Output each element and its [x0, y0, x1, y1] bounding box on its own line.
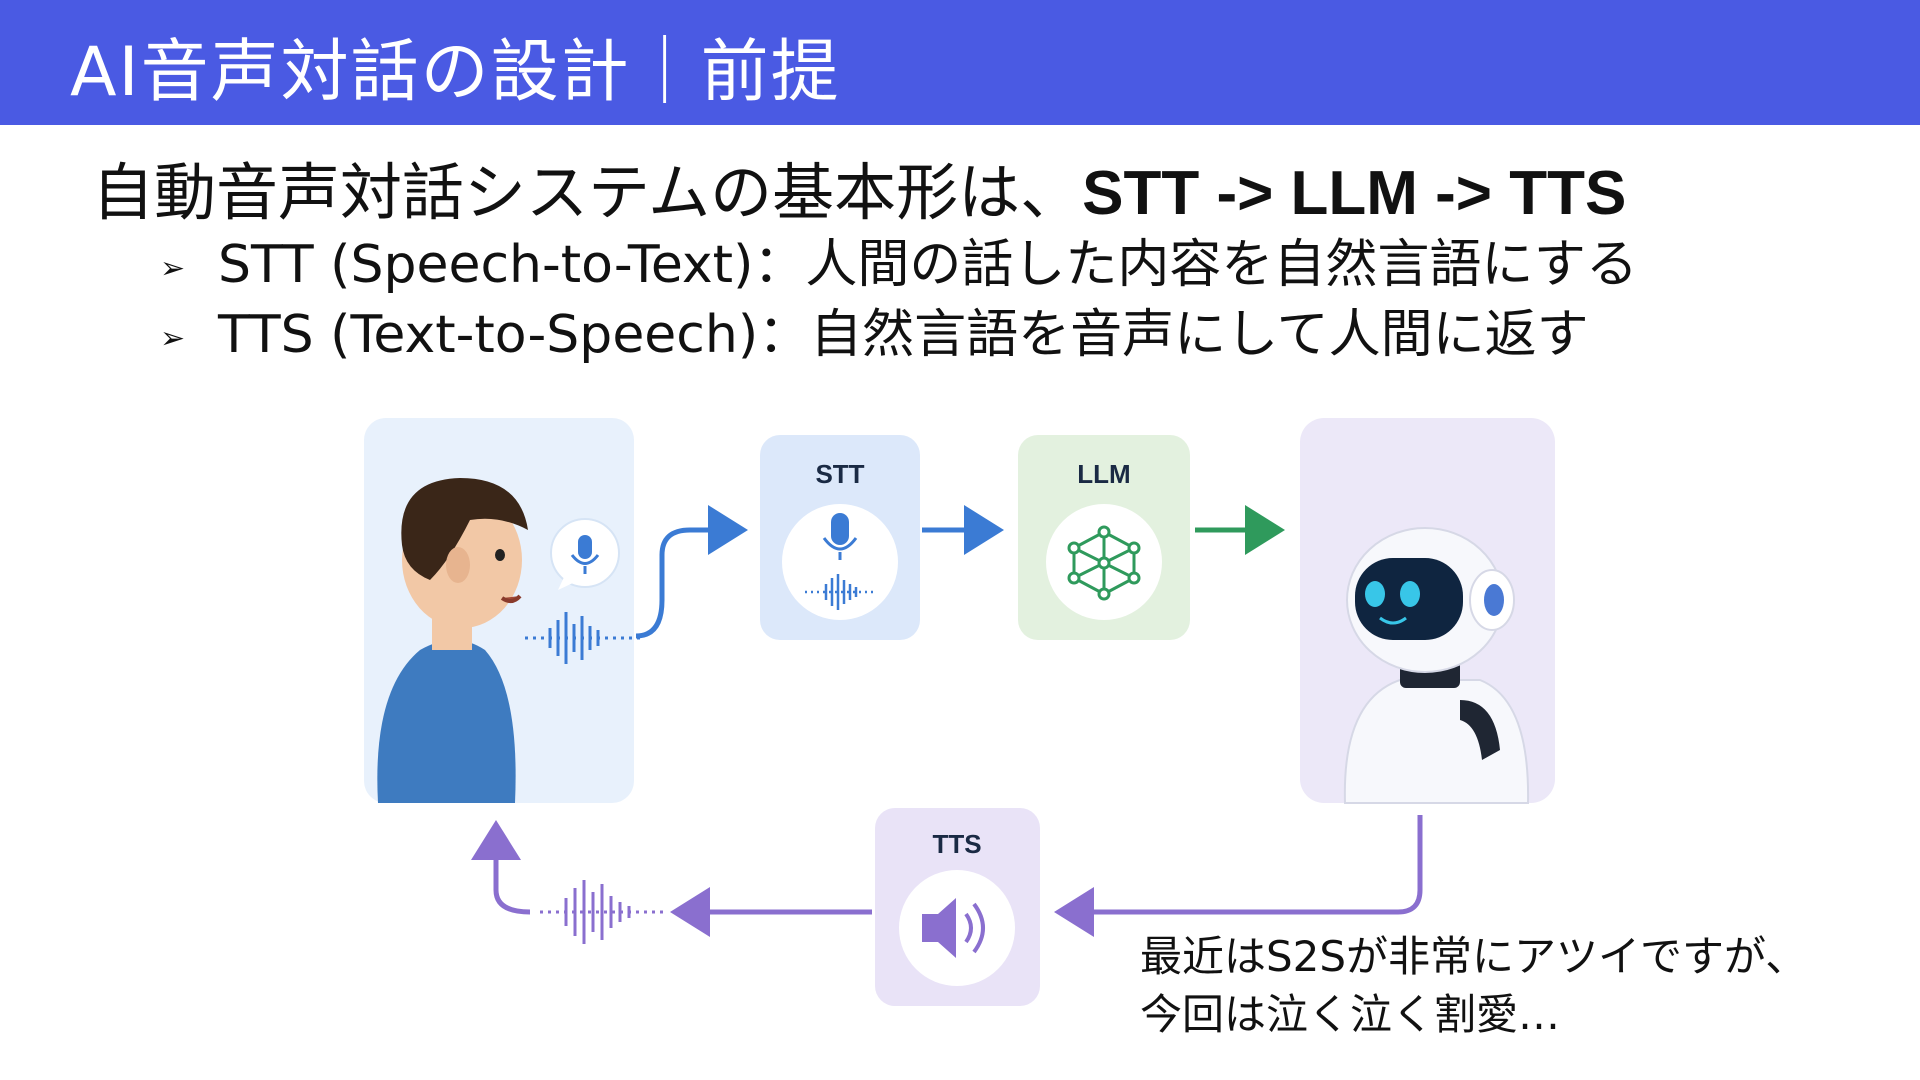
human-card: [364, 418, 640, 803]
stt-card: STT: [760, 435, 920, 640]
pipeline-text: STT -> LLM -> TTS: [1082, 159, 1627, 228]
bullet-marker: ➢: [160, 250, 186, 286]
bullet-tts: ➢ TTS (Text-to-Speech)：自然言語を音声にして人間に返す: [160, 292, 1589, 367]
lead-line: 自動音声対話システムの基本形は、STT -> LLM -> TTS: [92, 142, 1626, 232]
llm-card: LLM: [1018, 435, 1190, 640]
speaker-icon: [922, 898, 985, 958]
robot: [1343, 527, 1530, 804]
arrow-to-tts: [1054, 815, 1423, 937]
stt-label: STT: [815, 459, 864, 489]
arrow-to-stt: [635, 505, 748, 639]
bullet-text: TTS (Text-to-Speech)：自然言語を音声にして人間に返す: [218, 305, 1589, 365]
note-line: 今回は泣く泣く割愛…: [1140, 990, 1561, 1039]
tts-label: TTS: [932, 829, 981, 859]
waveform-icon: [525, 612, 640, 664]
bullet-text: STT (Speech-to-Text)：人間の話した内容を自然言語にする: [218, 235, 1638, 295]
network-icon: [1067, 525, 1141, 601]
person: [377, 478, 528, 803]
llm-label: LLM: [1077, 459, 1130, 489]
robot-card: [1300, 418, 1555, 804]
bullet-stt: ➢ STT (Speech-to-Text)：人間の話した内容を自然言語にする: [160, 222, 1638, 297]
note-line: 最近はS2Sが非常にアツイですが、: [1140, 932, 1808, 981]
tts-card: TTS: [875, 808, 1040, 1006]
s2s-note: 最近はS2Sが非常にアツイですが、 今回は泣く泣く割愛…: [1140, 928, 1807, 1044]
lead-text: 自動音声対話システムの基本形は、: [92, 156, 1083, 229]
bullet-marker: ➢: [160, 320, 186, 356]
arrow-to-human: [471, 820, 531, 915]
page-title: AI音声対話の設計｜前提: [70, 33, 841, 112]
waveform-icon: [540, 880, 665, 944]
microphone-icon: [822, 513, 858, 560]
title-bar: AI音声対話の設計｜前提: [0, 0, 1920, 125]
microphone-icon: [550, 518, 620, 590]
waveform-icon: [805, 574, 875, 610]
